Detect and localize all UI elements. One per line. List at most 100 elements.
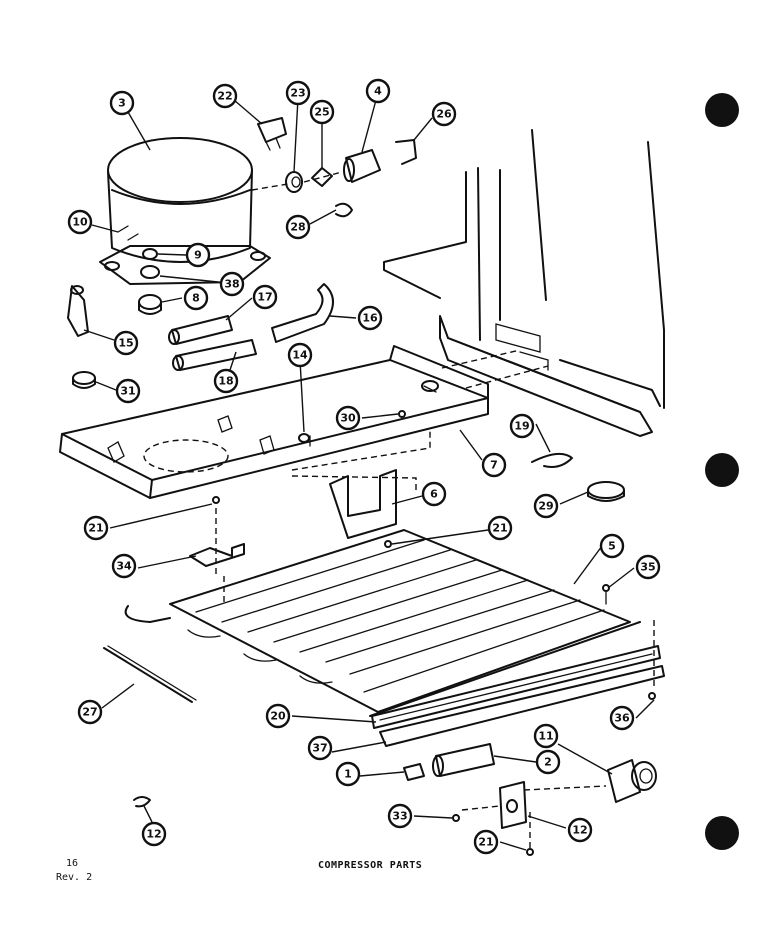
- svg-text:30: 30: [340, 412, 356, 425]
- svg-text:6: 6: [430, 488, 438, 501]
- svg-text:20: 20: [270, 710, 286, 723]
- callout-1: 1: [335, 761, 361, 787]
- svg-text:10: 10: [72, 216, 88, 229]
- svg-text:38: 38: [224, 278, 239, 291]
- svg-text:26: 26: [436, 108, 452, 121]
- svg-text:8: 8: [192, 292, 200, 305]
- callout-27: 27: [77, 699, 103, 725]
- filter-drier: [67, 285, 89, 337]
- svg-text:21: 21: [88, 522, 103, 535]
- svg-text:21: 21: [492, 522, 507, 535]
- callout-8: 8: [183, 285, 209, 311]
- svg-text:12: 12: [146, 828, 161, 841]
- callout-31: 31: [115, 378, 141, 404]
- svg-text:31: 31: [120, 385, 135, 398]
- svg-text:1: 1: [344, 768, 352, 781]
- callout-14: 14: [287, 342, 313, 368]
- leader-lines: [83, 97, 655, 851]
- svg-text:11: 11: [538, 730, 553, 743]
- svg-text:21: 21: [478, 836, 493, 849]
- callout-12-left: 12: [141, 821, 167, 847]
- bent-tube: [271, 283, 334, 343]
- svg-text:29: 29: [538, 500, 553, 513]
- callout-15: 15: [113, 330, 139, 356]
- callout-18: 18: [213, 368, 239, 394]
- callout-16: 16: [357, 305, 383, 331]
- svg-text:17: 17: [257, 291, 272, 304]
- callout-36: 36: [609, 705, 635, 731]
- callout-23: 23: [285, 80, 311, 106]
- svg-text:27: 27: [82, 706, 97, 719]
- front-rail: [371, 645, 661, 729]
- svg-text:7: 7: [490, 459, 498, 472]
- svg-text:15: 15: [118, 337, 133, 350]
- thermostat-control: [607, 759, 657, 803]
- tube-clip: [531, 452, 573, 468]
- capacitor: [432, 743, 495, 777]
- hose-clamp: [587, 481, 625, 502]
- callout-3: 3: [109, 90, 135, 116]
- callout-33: 33: [387, 803, 413, 829]
- callout-5: 5: [599, 533, 625, 559]
- callout-2: 2: [535, 749, 561, 775]
- svg-text:36: 36: [614, 712, 630, 725]
- callout-4: 4: [365, 78, 391, 104]
- svg-text:34: 34: [116, 560, 132, 573]
- revision-label: Rev. 2: [56, 872, 93, 883]
- callout-11: 11: [533, 723, 559, 749]
- heater-wire: [103, 645, 197, 703]
- callout-19: 19: [509, 413, 535, 439]
- condenser-coil: [124, 529, 641, 717]
- callout-30: 30: [335, 405, 361, 431]
- callout-29: 29: [533, 493, 559, 519]
- callout-28: 28: [285, 214, 311, 240]
- callout-22: 22: [212, 83, 238, 109]
- mounting-grommet: [138, 248, 162, 315]
- svg-text:23: 23: [290, 87, 305, 100]
- svg-text:28: 28: [290, 221, 305, 234]
- callout-37: 37: [307, 735, 333, 761]
- callout-38: 38: [219, 271, 245, 297]
- svg-text:35: 35: [640, 561, 655, 574]
- callout-25: 25: [309, 99, 335, 125]
- svg-text:16: 16: [362, 312, 378, 325]
- diagram-title: COMPRESSOR PARTS: [318, 860, 423, 871]
- svg-text:37: 37: [312, 742, 327, 755]
- tube-connector: [403, 763, 425, 781]
- screw: [212, 410, 656, 856]
- callout-9: 9: [185, 242, 211, 268]
- relay-assembly: [251, 117, 417, 218]
- callout-20: 20: [265, 703, 291, 729]
- svg-text:22: 22: [217, 90, 232, 103]
- compressor: [99, 137, 271, 285]
- svg-text:25: 25: [314, 106, 329, 119]
- tubing-sleeve: [168, 315, 257, 371]
- callout-35: 35: [635, 554, 661, 580]
- callout-34: 34: [111, 553, 137, 579]
- callout-21-upper: 21: [83, 515, 109, 541]
- svg-text:4: 4: [374, 85, 382, 98]
- callout-7: 7: [481, 452, 507, 478]
- svg-text:9: 9: [194, 249, 202, 262]
- callout-21-lower: 21: [473, 829, 499, 855]
- wire-clip: [72, 371, 96, 389]
- base-plate: [59, 345, 489, 499]
- callout-12-right: 12: [567, 817, 593, 843]
- callout-6: 6: [421, 481, 447, 507]
- cable-clip: [133, 796, 151, 808]
- svg-text:12: 12: [572, 824, 587, 837]
- svg-text:2: 2: [544, 756, 552, 769]
- svg-text:3: 3: [118, 97, 126, 110]
- binder-hole-mark: [705, 816, 739, 850]
- callout-26: 26: [431, 101, 457, 127]
- callout-21-middle: 21: [487, 515, 513, 541]
- callout-17: 17: [252, 284, 278, 310]
- cabinet-outline: [383, 129, 665, 409]
- binder-hole-mark: [705, 453, 739, 487]
- binder-hole-mark: [705, 93, 739, 127]
- svg-text:5: 5: [608, 540, 616, 553]
- page-number: 16: [66, 858, 79, 869]
- svg-text:14: 14: [292, 349, 308, 362]
